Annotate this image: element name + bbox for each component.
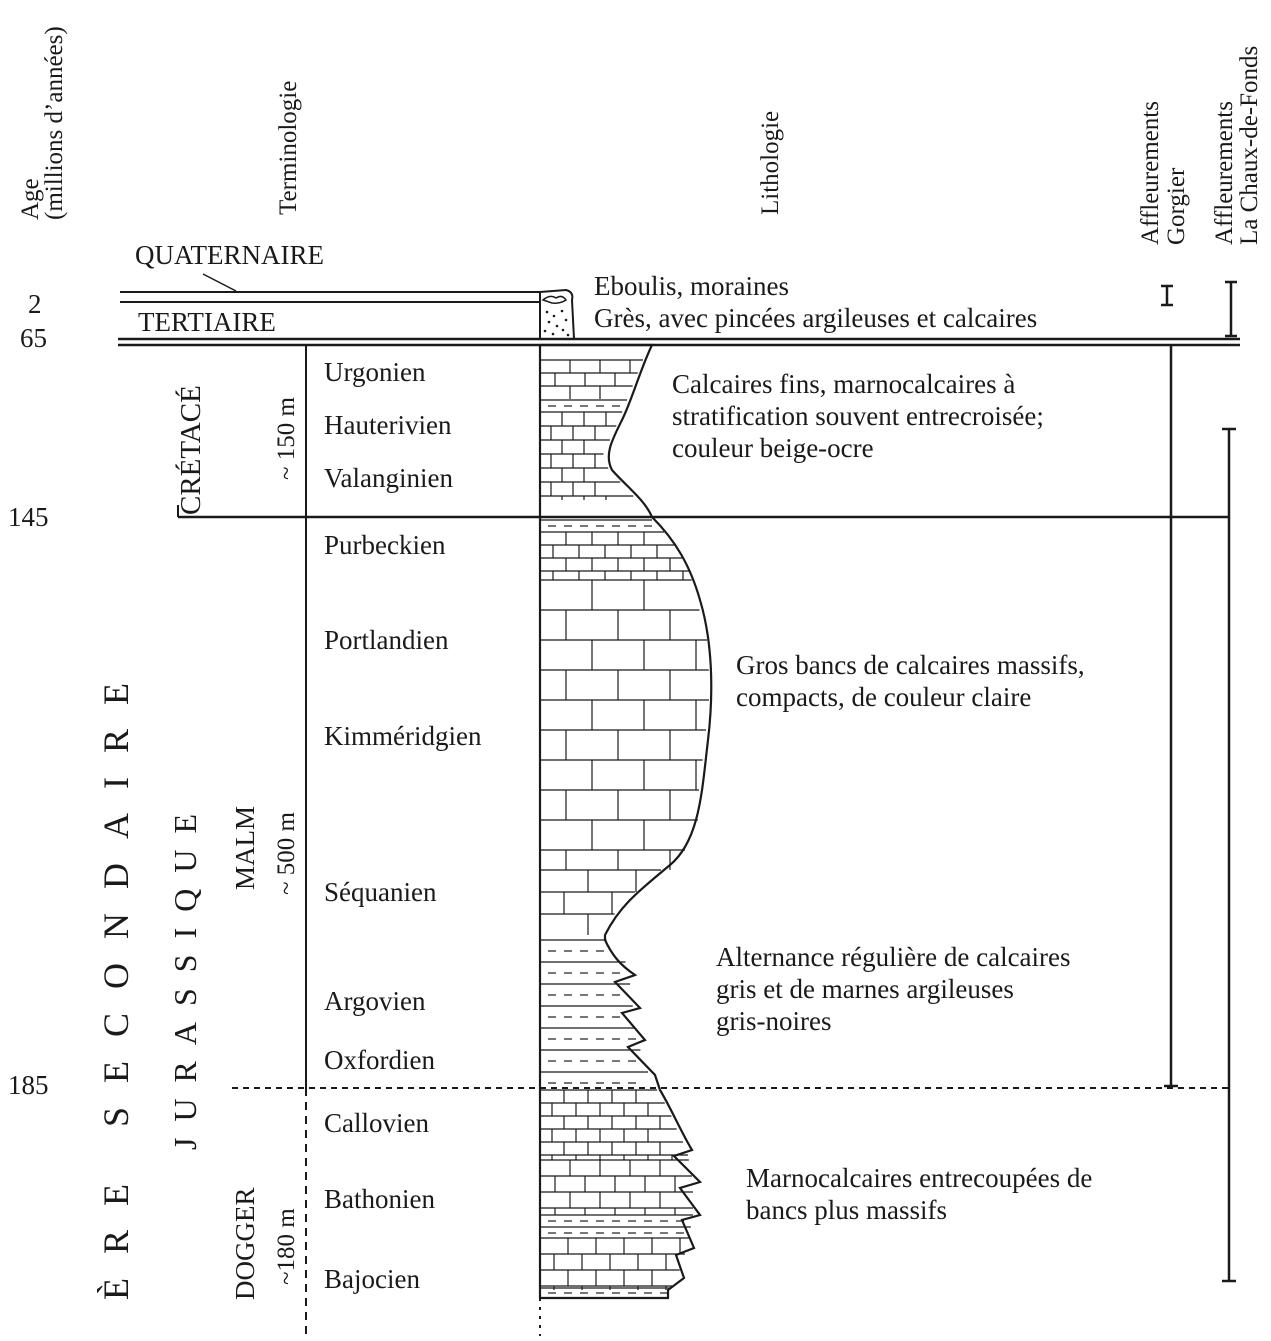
quaternaire-pointer [202, 273, 237, 292]
desc-gres: Grès, avec pincées argileuses et calcair… [594, 303, 1037, 333]
header-chaux-1: Affleurements [1211, 101, 1238, 245]
dogger-thickness: ~180 m [273, 1208, 300, 1285]
age-145: 145 [8, 502, 49, 532]
desc-cretace-2: stratification souvent entrecroisée; [672, 401, 1044, 431]
desc-cretace-3: couleur beige-ocre [672, 433, 874, 463]
stage-oxfordien: Oxfordien [324, 1045, 435, 1075]
stage-callovien: Callovien [324, 1108, 429, 1138]
header-terminologie: Terminologie [275, 81, 302, 215]
malm-thickness: ~ 500 m [273, 811, 300, 895]
outcrop-gorgier-small [1161, 284, 1173, 307]
header-age-units: (millions d’années) [41, 26, 68, 220]
desc-malm-1: Gros bancs de calcaires massifs, [736, 650, 1085, 680]
age-185: 185 [8, 1070, 49, 1100]
age-2: 2 [28, 289, 42, 319]
age-65: 65 [20, 323, 47, 353]
desc-dogger-2: bancs plus massifs [746, 1195, 947, 1225]
stage-bathonien: Bathonien [324, 1184, 435, 1214]
cretace-label: CRÉTACÉ [174, 385, 207, 515]
stage-urgonien: Urgonien [324, 357, 426, 387]
stage-portlandien: Portlandien [324, 625, 449, 655]
desc-alt-1: Alternance régulière de calcaires [716, 942, 1071, 972]
tertiaire-lithology [539, 288, 576, 340]
outcrop-gorgier-bar [1164, 345, 1178, 1088]
outcrop-chaux-small [1225, 280, 1237, 338]
stage-kimmeridgien: Kimméridgien [324, 721, 482, 751]
stage-purbeckien: Purbeckien [324, 530, 446, 560]
quaternaire-label: QUATERNAIRE [135, 240, 324, 270]
desc-malm-2: compacts, de couleur claire [736, 682, 1031, 712]
desc-alt-3: gris-noires [716, 1006, 831, 1036]
stage-valanginien: Valanginien [324, 463, 453, 493]
stage-bajocien: Bajocien [324, 1264, 420, 1294]
stage-hauterivien: Hauterivien [324, 410, 452, 440]
desc-dogger-1: Marnocalcaires entrecoupées de [746, 1163, 1092, 1193]
header-lithologie: Lithologie [757, 111, 784, 215]
header-gorgier-2: Gorgier [1163, 167, 1190, 245]
desc-eboulis: Eboulis, moraines [594, 271, 789, 301]
desc-cretace-1: Calcaires fins, marnocalcaires à [672, 369, 1015, 399]
stage-argovien: Argovien [324, 986, 426, 1016]
header-age: Age [17, 178, 44, 220]
dogger-label: DOGGER [230, 1188, 260, 1301]
header-gorgier-1: Affleurements [1137, 101, 1164, 245]
cretace-thickness: ~ 150 m [273, 396, 300, 480]
jurassique-label: JURASSIQUE [167, 798, 203, 1150]
desc-alt-2: gris et de marnes argileuses [716, 974, 1014, 1004]
tertiaire-label: TERTIAIRE [138, 307, 276, 337]
era-secondaire-label: ÈRE SECONDAIRE [96, 659, 136, 1300]
header-chaux-2: La Chaux-de-Fonds [1236, 46, 1263, 245]
lithology-column [538, 343, 713, 1336]
outcrop-chaux-bar [1222, 427, 1236, 1283]
malm-label: MALM [230, 806, 260, 890]
stage-sequanien: Séquanien [324, 877, 437, 907]
